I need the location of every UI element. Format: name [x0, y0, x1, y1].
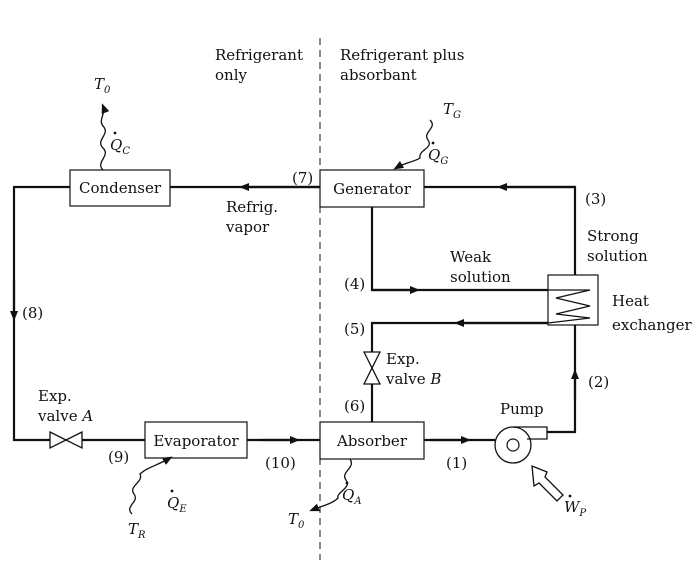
evaporator-label: Evaporator [153, 432, 239, 450]
stream-label-9: (9) [108, 448, 129, 466]
valve-b-symbol [362, 351, 382, 385]
qc-label: QC [110, 136, 130, 157]
refrig-vapor-label-1: Refrig. [226, 198, 278, 216]
wp-label: WP [564, 498, 586, 519]
qe-label: QE [167, 494, 187, 515]
tg-label: TG [443, 100, 461, 121]
stream-label-10: (10) [265, 454, 296, 472]
absorber-label: Absorber [336, 432, 408, 450]
valve-a-label-1: Exp. [38, 387, 72, 405]
strong-solution-label-2: solution [587, 247, 648, 265]
qc-dot [113, 131, 117, 135]
tr-label: TR [128, 520, 146, 541]
refrig-vapor-label-2: vapor [225, 218, 270, 236]
region-label-left-1: Refrigerant [215, 46, 303, 64]
qa-dot [345, 481, 349, 485]
heat-arrow-qg [393, 119, 433, 170]
wp-dot [568, 494, 572, 498]
condenser-box [69, 169, 171, 207]
stream-label-1: (1) [446, 454, 467, 472]
valve-a-label-2: valve A [37, 407, 93, 425]
stream-label-2: (2) [588, 373, 609, 391]
generator-box [319, 169, 425, 208]
stream-label-6: (6) [344, 397, 365, 415]
valve-a-symbol [49, 430, 83, 450]
absorber-box [319, 421, 425, 460]
heat-exchanger-label-2: exchanger [612, 316, 692, 334]
t0-bottom-label: T0 [288, 510, 305, 531]
stream-label-3: (3) [585, 190, 606, 208]
heat-exchanger-label-1: Heat [612, 292, 649, 310]
condenser-label: Condenser [79, 179, 162, 197]
stream-label-7: (7) [292, 169, 313, 187]
pipe-2 [547, 325, 577, 434]
pipe-5 [370, 321, 548, 352]
stream-label-8: (8) [22, 304, 43, 322]
heat-arrow-qc [100, 103, 110, 171]
qa-label: QA [342, 486, 362, 507]
valve-b-label-1: Exp. [386, 350, 420, 368]
stream-label-5: (5) [344, 320, 365, 338]
region-label-right-2: absorbant [340, 66, 417, 84]
qe-dot [170, 489, 174, 493]
pump-label: Pump [500, 400, 544, 418]
weak-solution-label-1: Weak [450, 248, 492, 266]
strong-solution-label-1: Strong [587, 227, 639, 245]
region-label-right-1: Refrigerant plus [340, 46, 465, 64]
region-label-left-2: only [215, 66, 247, 84]
pipe-3 [424, 185, 577, 275]
t0-top-label: T0 [94, 75, 111, 96]
weak-solution-label-2: solution [450, 268, 511, 286]
generator-label: Generator [333, 180, 412, 198]
stream-label-4: (4) [344, 275, 365, 293]
work-input-arrow [531, 464, 564, 502]
heat-arrow-qe [129, 456, 173, 515]
pump-symbol [494, 426, 548, 464]
qg-dot [431, 141, 435, 145]
evaporator-box [144, 421, 248, 459]
qg-label: QG [428, 146, 448, 167]
heat-exchanger [547, 274, 599, 326]
valve-b-label-2: valve B [385, 370, 441, 388]
heat-arrow-qa [309, 458, 352, 512]
